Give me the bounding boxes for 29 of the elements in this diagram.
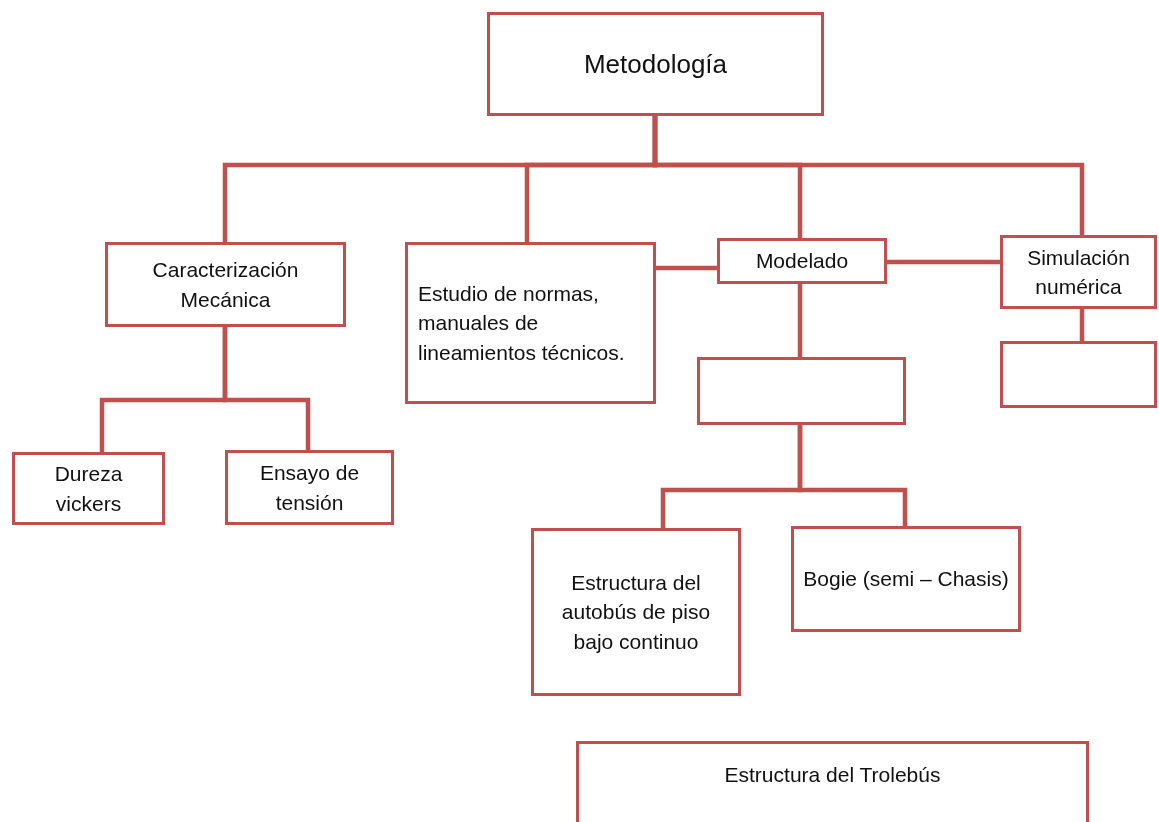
node-label: Dureza vickers: [53, 461, 124, 517]
process-box: [405, 242, 656, 404]
box-shape: [1000, 341, 1157, 408]
process-box: [717, 238, 887, 284]
process-box: [576, 741, 1089, 822]
node-label: Estructura del autobús de piso bajo continuo: [560, 569, 712, 655]
connector-line: [222, 327, 311, 450]
connector-line: [1079, 309, 1085, 341]
connector-line: [887, 259, 1000, 265]
process-box: [12, 452, 165, 525]
node-label: Simulación numérica: [1026, 244, 1131, 300]
node-label: Bogie (semi – Chasis): [803, 566, 1009, 593]
process-box: [1000, 235, 1157, 309]
node-label: Estudio de normas, manuales de lineamientos técnicos.: [418, 280, 626, 366]
box-shape: [697, 357, 906, 425]
node-label: Estructura del Trolebús: [724, 762, 941, 788]
node-label: Caracterización Mecánica: [151, 257, 300, 313]
node-label: Modelado: [755, 248, 849, 275]
process-box: [105, 242, 346, 327]
process-box: [487, 12, 824, 116]
process-box: [225, 450, 394, 525]
connector-line: [656, 265, 717, 271]
node-label: Ensayo de tensión: [258, 460, 361, 516]
node-label: Metodología: [583, 47, 728, 81]
connector-line: [652, 116, 1085, 235]
process-box: [791, 526, 1021, 632]
connector-line: [797, 284, 803, 357]
process-box: [531, 528, 741, 696]
connector-line: [797, 425, 908, 526]
